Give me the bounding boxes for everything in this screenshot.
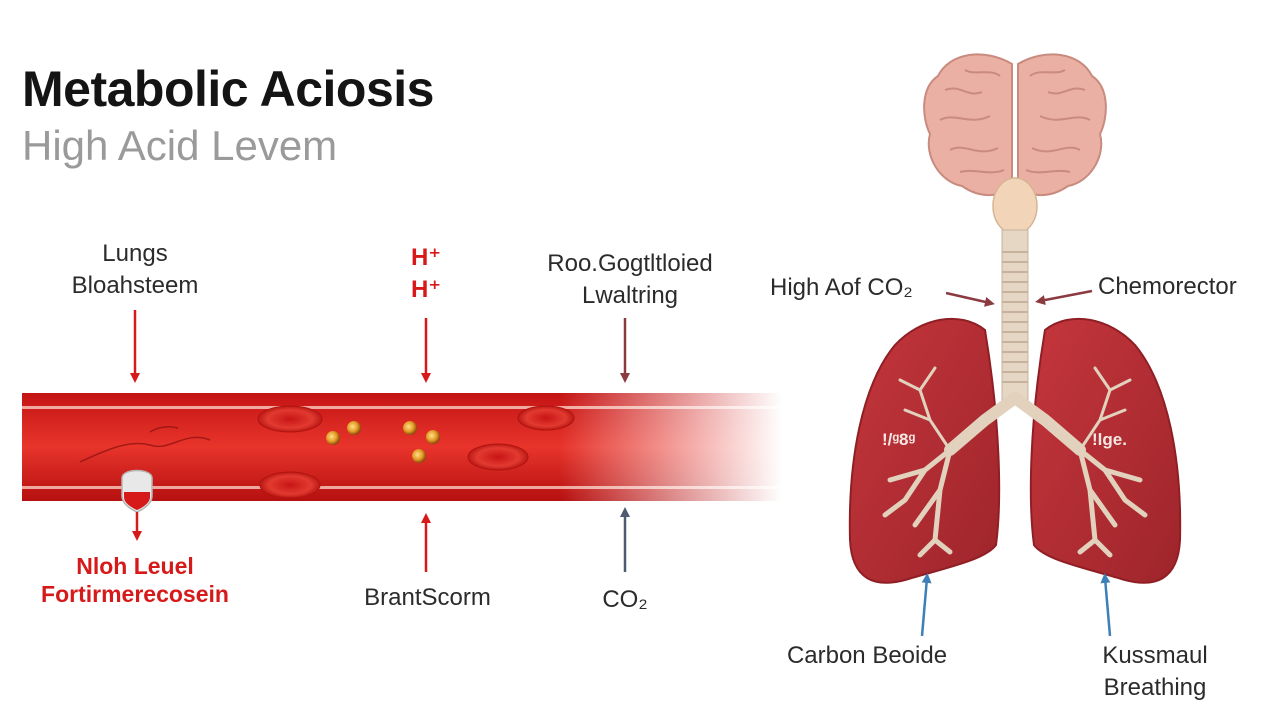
label-lungs-bloodstream: Lungs Bloahsteem <box>60 238 210 302</box>
diagram-title: Metabolic Aciosis <box>22 61 434 117</box>
label-buffering-line1: Roo.Gogtltloied <box>547 250 713 277</box>
right-lung <box>1029 317 1182 584</box>
brain <box>923 53 1107 235</box>
label-carbon-dioxide: Carbon Beoide <box>786 642 948 669</box>
respiratory-arrows <box>920 289 1112 637</box>
bronchial-tree <box>882 366 1148 558</box>
left-lung <box>848 317 1001 584</box>
trachea <box>1001 229 1029 401</box>
brainstem <box>992 177 1038 235</box>
label-high-co2: High Aof CO₂ <box>770 274 913 301</box>
label-high-level-line1: Nloh Leuel <box>76 553 194 579</box>
diagram-subtitle: High Acid Levem <box>22 122 338 169</box>
vessel-arrows <box>130 310 630 572</box>
left-lung-text: !/ᵍ8ᵍ <box>882 430 916 449</box>
label-lungs: Lungs <box>102 240 168 267</box>
arrow-chemoreceptor <box>1035 289 1093 305</box>
arrow-kussmaul <box>1100 573 1112 637</box>
label-h-ion-1: H⁺ <box>411 244 441 271</box>
label-hydrogen-ions: H⁺ H⁺ <box>396 242 456 306</box>
red-blood-cell <box>517 405 575 431</box>
label-buffering: Roo.Gogtltloied Lwaltring <box>530 248 730 312</box>
hydrogen-ion <box>426 430 440 444</box>
red-blood-cell <box>257 405 323 433</box>
blood-drop-icon <box>121 469 153 541</box>
label-breathing: Breathing <box>1103 674 1207 701</box>
hydrogen-ion <box>412 449 426 463</box>
red-blood-cell <box>467 443 529 471</box>
label-kussmaul: Kussmaul <box>1102 642 1208 669</box>
red-blood-cell <box>259 471 321 499</box>
label-h-ion-2: H⁺ <box>411 276 441 303</box>
hydrogen-ions <box>326 421 440 463</box>
hydrogen-ion <box>347 421 361 435</box>
label-brainstem: BrantScorm <box>364 584 491 611</box>
label-high-level: Nloh Leuel Fortirmerecosein <box>20 552 250 608</box>
arrow-carbon-dioxide <box>920 573 932 637</box>
red-blood-cells <box>257 405 575 499</box>
label-kussmaul-breathing: Kussmaul Breathing <box>1070 640 1240 704</box>
label-buffering-line2: Lwaltring <box>581 282 679 309</box>
hydrogen-ion <box>326 431 340 445</box>
blood-vessel <box>22 393 782 501</box>
label-chemoreceptor: Chemorector <box>1098 273 1237 300</box>
right-lung-text: !lge. <box>1092 430 1127 449</box>
label-bloodstream: Bloahsteem <box>71 272 199 299</box>
arrow-high-co2 <box>945 291 995 307</box>
label-co2: CO₂ <box>602 586 648 613</box>
hydrogen-ion <box>403 421 417 435</box>
label-high-level-line2: Fortirmerecosein <box>41 581 229 607</box>
